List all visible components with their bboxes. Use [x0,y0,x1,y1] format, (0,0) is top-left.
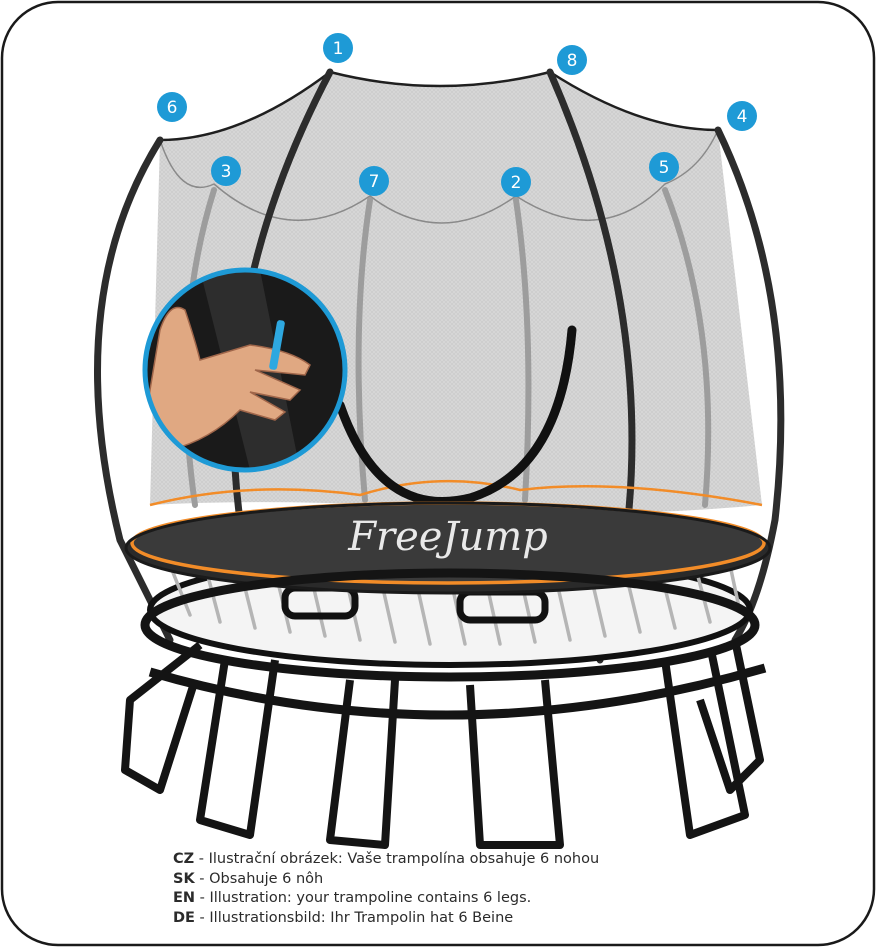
caption-line-sk: SK - Obsahuje 6 nôh [173,870,853,890]
zipper-detail-inset [140,270,345,470]
caption-line-en: EN - Illustration: your trampoline conta… [173,889,853,909]
caption-code: EN [173,890,195,906]
caption-text: - Obsahuje 6 nôh [195,871,324,887]
svg-text:1: 1 [333,39,344,59]
badge-5: 5 [649,152,679,182]
svg-text:4: 4 [737,107,748,127]
svg-text:3: 3 [221,162,232,182]
caption-text: - Illustrationsbild: Ihr Trampolin hat 6… [195,910,513,926]
badge-3: 3 [211,156,241,186]
badge-6: 6 [157,92,187,122]
svg-text:5: 5 [659,158,670,178]
svg-text:8: 8 [567,51,578,71]
svg-text:6: 6 [167,98,178,118]
caption-line-cz: CZ - Ilustrační obrázek: Vaše trampolína… [173,850,853,870]
svg-text:2: 2 [511,173,522,193]
svg-text:7: 7 [369,172,380,192]
caption-text: - Ilustrační obrázek: Vaše trampolína ob… [194,851,599,867]
brand-logo: FreeJump [347,514,548,560]
caption-code: SK [173,871,195,887]
caption-code: CZ [173,851,194,867]
badge-7: 7 [359,166,389,196]
badge-8: 8 [557,45,587,75]
badge-1: 1 [323,33,353,63]
badge-4: 4 [727,101,757,131]
caption-code: DE [173,910,195,926]
badge-2: 2 [501,167,531,197]
caption-text: - Illustration: your trampoline contains… [195,890,531,906]
caption-line-de: DE - Illustrationsbild: Ihr Trampolin ha… [173,909,853,929]
caption-block: CZ - Ilustrační obrázek: Vaše trampolína… [173,850,853,928]
